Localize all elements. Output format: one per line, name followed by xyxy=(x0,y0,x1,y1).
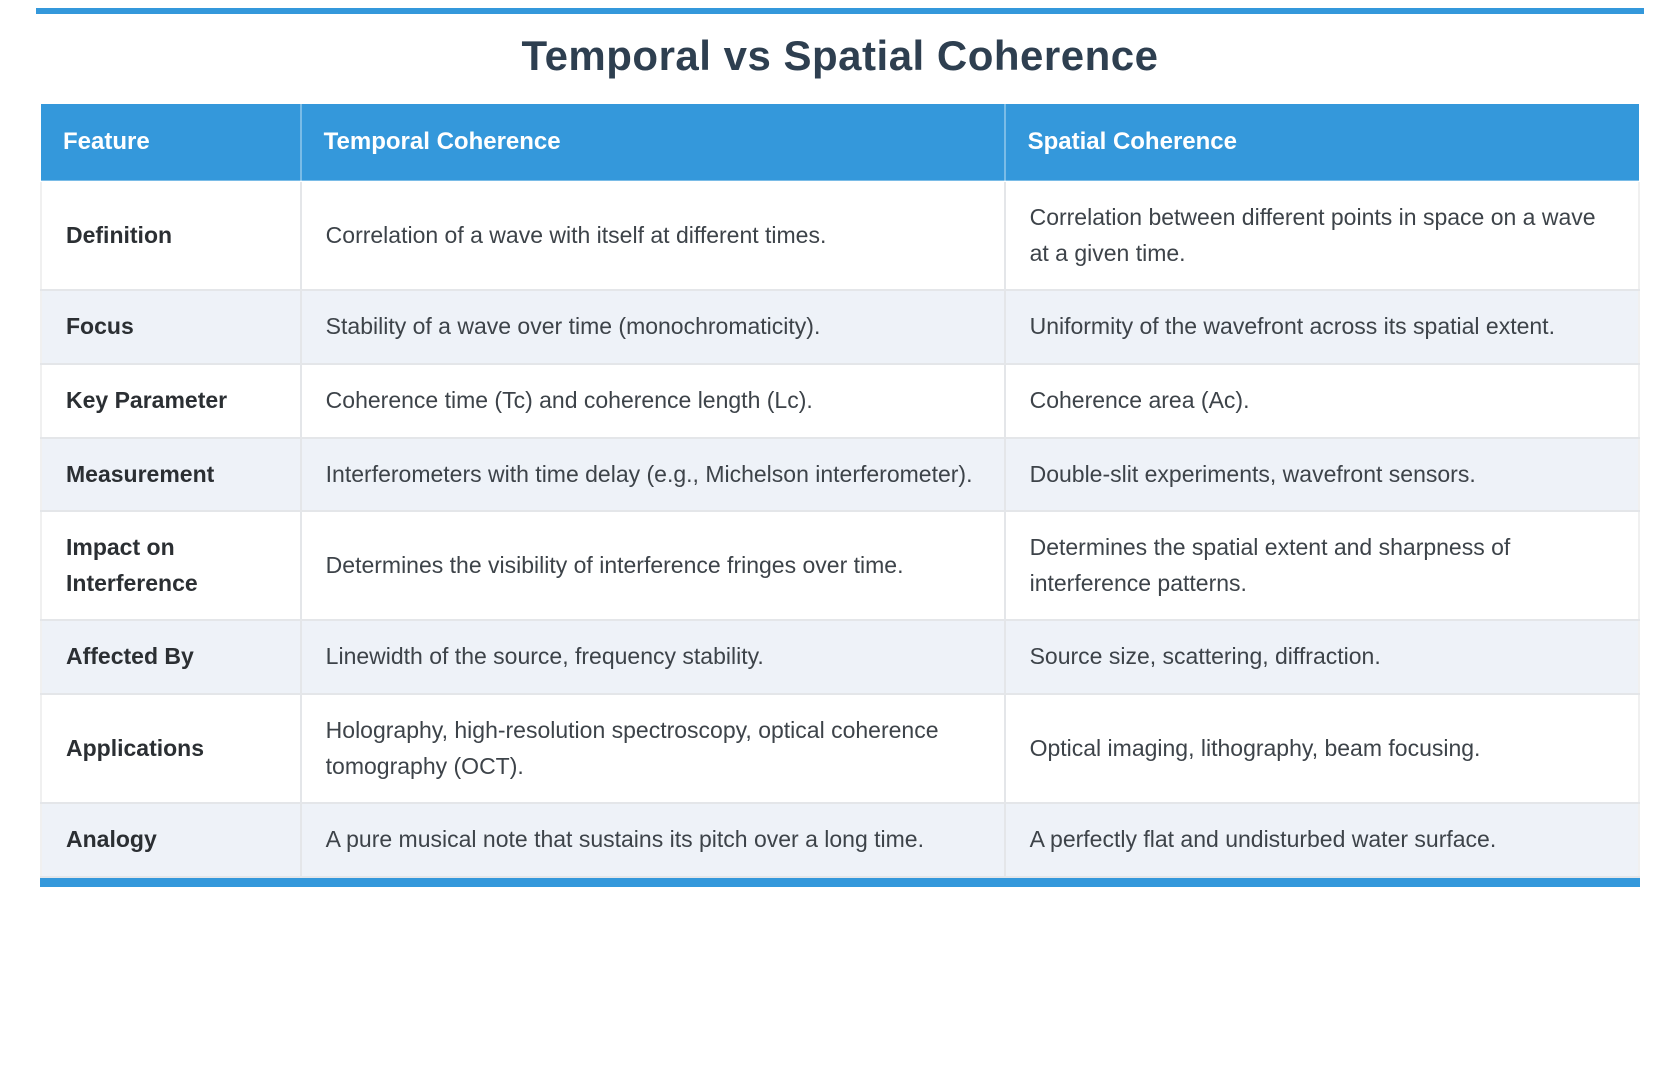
feature-cell: Impact on Interference xyxy=(40,510,302,622)
spatial-cell: Coherence area (Ac). xyxy=(1003,362,1641,439)
table-row-key-parameter: Key Parameter Coherence time (Tc) and co… xyxy=(40,362,1641,439)
feature-cell: Definition xyxy=(40,179,302,292)
temporal-cell: A pure musical note that sustains its pi… xyxy=(299,802,1006,879)
column-header-feature: Feature xyxy=(41,104,302,182)
temporal-cell: Linewidth of the source, frequency stabi… xyxy=(299,619,1006,696)
temporal-cell: Coherence time (Tc) and coherence length… xyxy=(299,362,1006,439)
table-row-focus: Focus Stability of a wave over time (mon… xyxy=(40,289,1641,365)
spatial-cell: Optical imaging, lithography, beam focus… xyxy=(1003,693,1641,805)
temporal-cell: Interferometers with time delay (e.g., M… xyxy=(299,436,1006,513)
temporal-cell: Holography, high-resolution spectroscopy… xyxy=(299,693,1006,805)
column-header-spatial-coherence: Spatial Coherence xyxy=(1003,104,1639,182)
bottom-accent-bar xyxy=(40,878,1640,888)
temporal-cell: Correlation of a wave with itself at dif… xyxy=(299,179,1006,292)
temporal-cell: Stability of a wave over time (monochrom… xyxy=(299,289,1006,365)
feature-cell: Affected By xyxy=(40,619,302,696)
table-row-applications: Applications Holography, high-resolution… xyxy=(40,693,1641,805)
column-header-temporal-coherence: Temporal Coherence xyxy=(299,104,1006,182)
table-row-affected-by: Affected By Linewidth of the source, fre… xyxy=(40,619,1641,696)
spatial-cell: Source size, scattering, diffraction. xyxy=(1003,619,1641,696)
table-row-measurement: Measurement Interferometers with time de… xyxy=(40,436,1641,513)
comparison-table: Feature Temporal Coherence Spatial Coher… xyxy=(40,104,1641,879)
temporal-cell: Determines the visibility of interferenc… xyxy=(299,510,1006,622)
feature-cell: Analogy xyxy=(40,802,302,879)
spatial-cell: Determines the spatial extent and sharpn… xyxy=(1003,510,1641,622)
top-accent-bar xyxy=(36,8,1644,14)
spatial-cell: Double-slit experiments, wavefront senso… xyxy=(1003,436,1641,513)
table-row-definition: Definition Correlation of a wave with it… xyxy=(40,179,1641,292)
table-row-analogy: Analogy A pure musical note that sustain… xyxy=(40,802,1641,879)
table-header-row: Feature Temporal Coherence Spatial Coher… xyxy=(41,104,1639,182)
feature-cell: Applications xyxy=(40,693,302,805)
page-title: Temporal vs Spatial Coherence xyxy=(521,32,1159,79)
comparison-table-container: Feature Temporal Coherence Spatial Coher… xyxy=(40,104,1641,888)
feature-cell: Key Parameter xyxy=(40,362,302,439)
table-row-impact-on-interference: Impact on Interference Determines the vi… xyxy=(40,510,1641,622)
feature-cell: Measurement xyxy=(40,436,302,513)
feature-cell: Focus xyxy=(40,289,302,365)
spatial-cell: Correlation between different points in … xyxy=(1003,179,1641,292)
spatial-cell: Uniformity of the wavefront across its s… xyxy=(1003,289,1641,365)
spatial-cell: A perfectly flat and undisturbed water s… xyxy=(1003,802,1641,879)
